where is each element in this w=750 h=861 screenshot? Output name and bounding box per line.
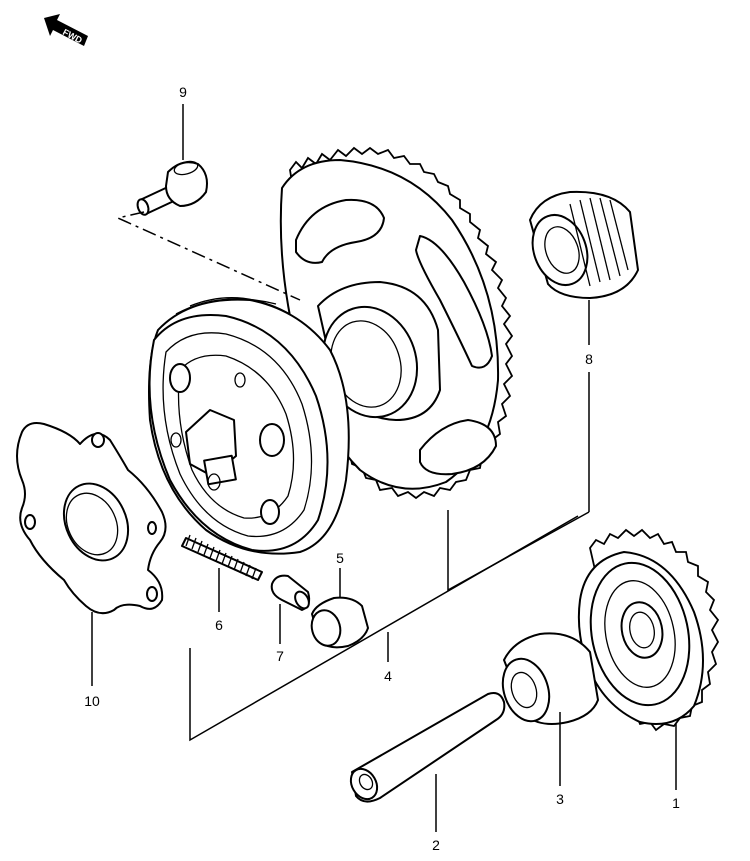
leader-lines — [91, 104, 677, 832]
callout-1: 1 — [672, 795, 680, 811]
part-3-bushing — [501, 632, 599, 725]
part-1-idle-gear — [577, 528, 720, 732]
part-7-cap — [270, 574, 311, 611]
callout-6: 6 — [215, 617, 223, 633]
callout-7: 7 — [276, 648, 284, 664]
callout-5: 5 — [336, 550, 344, 566]
bolt-axis-line — [115, 211, 301, 301]
callout-3: 3 — [556, 791, 564, 807]
part-4-starter-clutch — [148, 297, 350, 555]
callout-4: 4 — [384, 668, 392, 684]
fwd-arrow-icon: FWD — [44, 14, 88, 46]
callout-10: 10 — [84, 693, 100, 709]
part-6-spring — [181, 534, 263, 581]
part-2-shaft — [349, 692, 506, 803]
callout-8: 8 — [585, 351, 593, 367]
callout-9: 9 — [179, 84, 187, 100]
part-9-bolt — [136, 160, 208, 216]
part-10-retainer-plate — [16, 422, 167, 615]
part-8-needle-bearing — [529, 190, 639, 299]
part-5-roller — [310, 596, 369, 649]
callout-2: 2 — [432, 837, 440, 853]
